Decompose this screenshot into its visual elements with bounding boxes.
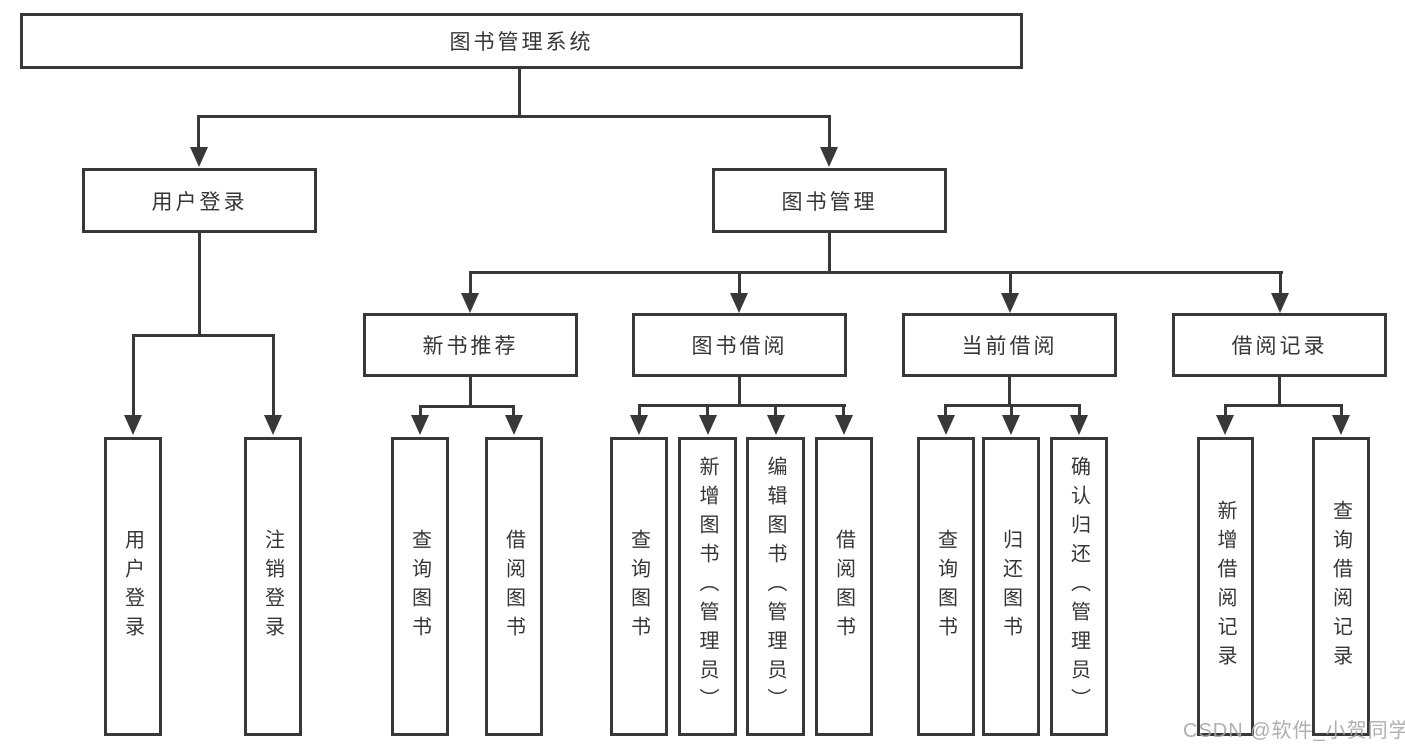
arrowhead-to-leaf-query-2-icon — [630, 415, 648, 435]
arrowhead-to-user-login-icon — [190, 147, 208, 167]
csdn-watermark: CSDN @软件_小贺同学 — [1183, 720, 1405, 742]
leaf-query-books-current: 查询图书 — [917, 437, 975, 736]
arrowhead-to-new-books-icon — [461, 293, 479, 313]
connector-to-leaf-confirm-return — [1078, 404, 1081, 415]
connector-new-books-crossbar — [419, 405, 515, 408]
connector-to-leaf-logout — [272, 334, 275, 415]
arrowhead-to-leaf-add-book-icon — [699, 415, 717, 435]
connector-to-leaf-borrow-2 — [842, 404, 845, 415]
leaf-user-login-label: 用户登录 — [121, 528, 144, 645]
node-current-loans: 当前借阅 — [902, 313, 1117, 377]
connector-to-borrowing — [738, 271, 741, 293]
arrowhead-to-leaf-add-record-icon — [1216, 415, 1234, 435]
node-book-mgmt: 图书管理 — [712, 168, 947, 233]
connector-to-new-books — [469, 271, 472, 293]
leaf-confirm-return-admin: 确认归还（管理员） — [1050, 437, 1108, 736]
leaf-confirm-return-admin-label: 确认归还（管理员） — [1067, 456, 1090, 717]
leaf-borrow-books-newbooks: 借阅图书 — [485, 437, 543, 736]
leaf-query-loan-record-label: 查询借阅记录 — [1329, 499, 1352, 674]
connector-to-current-loans — [1009, 271, 1012, 293]
connector-to-loan-records — [1279, 271, 1282, 293]
connector-to-leaf-return-book — [1010, 404, 1013, 415]
arrowhead-to-current-loans-icon — [1001, 293, 1019, 313]
leaf-query-books-current-label: 查询图书 — [934, 528, 957, 645]
arrowhead-to-leaf-logout-icon — [264, 415, 282, 435]
connector-root-stem — [518, 67, 521, 118]
connector-to-leaf-query-3 — [944, 404, 947, 415]
node-user-login: 用户登录 — [82, 168, 317, 233]
connector-to-leaf-query-2 — [638, 404, 641, 415]
connector-user-login-stem — [198, 232, 201, 337]
arrowhead-to-leaf-confirm-return-icon — [1070, 415, 1088, 435]
connector-to-leaf-login — [132, 334, 135, 415]
arrowhead-to-leaf-query-3-icon — [937, 415, 955, 435]
arrowhead-to-leaf-borrow-2-icon — [835, 415, 853, 435]
node-borrowing: 图书借阅 — [632, 313, 847, 377]
leaf-query-books-newbooks-label: 查询图书 — [408, 528, 431, 645]
connector-to-leaf-add-record — [1224, 404, 1227, 415]
connector-to-user-login — [197, 115, 200, 149]
node-root-system-label: 图书管理系统 — [449, 31, 594, 54]
leaf-edit-book-admin-label: 编辑图书（管理员） — [764, 456, 786, 717]
arrowhead-to-loan-records-icon — [1271, 293, 1289, 313]
connector-new-books-stem — [469, 376, 472, 408]
leaf-add-book-admin: 新增图书（管理员） — [678, 437, 737, 736]
leaf-logout: 注销登录 — [244, 437, 302, 736]
arrowhead-to-leaf-query-1-icon — [411, 415, 429, 435]
arrowhead-to-book-mgmt-icon — [820, 147, 838, 167]
leaf-edit-book-admin: 编辑图书（管理员） — [746, 437, 805, 736]
node-loan-records-label: 借阅记录 — [1231, 335, 1328, 358]
arrowhead-to-leaf-login-icon — [124, 415, 142, 435]
connector-user-login-crossbar — [132, 334, 275, 337]
leaf-add-book-admin-label: 新增图书（管理员） — [696, 456, 718, 717]
leaf-logout-label: 注销登录 — [261, 528, 284, 645]
node-user-login-label: 用户登录 — [151, 190, 248, 214]
connector-to-leaf-edit-book — [774, 404, 777, 415]
leaf-query-books-borrowing-label: 查询图书 — [627, 528, 650, 645]
connector-to-leaf-borrow-1 — [512, 405, 515, 415]
node-borrowing-label: 图书借阅 — [691, 335, 788, 358]
connector-to-leaf-query-1 — [419, 405, 422, 415]
connector-to-leaf-add-book — [706, 404, 709, 415]
arrowhead-to-leaf-return-book-icon — [1002, 415, 1020, 435]
connector-to-leaf-query-record — [1340, 404, 1343, 415]
arrowhead-to-leaf-query-record-icon — [1332, 415, 1350, 435]
arrowhead-to-leaf-edit-book-icon — [767, 415, 785, 435]
node-loan-records: 借阅记录 — [1172, 313, 1387, 377]
connector-root-crossbar — [197, 115, 831, 118]
leaf-borrow-books-newbooks-label: 借阅图书 — [502, 528, 525, 645]
connector-borrowing-stem — [738, 376, 741, 407]
leaf-borrow-books-borrowing-label: 借阅图书 — [832, 528, 855, 645]
node-book-mgmt-label: 图书管理 — [781, 190, 878, 214]
node-new-books: 新书推荐 — [363, 313, 578, 377]
arrowhead-to-borrowing-icon — [730, 293, 748, 313]
connector-book-mgmt-crossbar — [469, 271, 1283, 274]
connector-current-loans-stem — [1008, 376, 1011, 407]
leaf-return-book: 归还图书 — [982, 437, 1040, 736]
leaf-add-loan-record-label: 新增借阅记录 — [1214, 499, 1236, 674]
leaf-query-loan-record: 查询借阅记录 — [1312, 437, 1370, 736]
connector-loan-records-stem — [1278, 376, 1281, 407]
leaf-return-book-label: 归还图书 — [999, 528, 1022, 645]
connector-book-mgmt-stem — [828, 232, 831, 274]
node-root-system: 图书管理系统 — [20, 13, 1023, 69]
connector-to-book-mgmt — [828, 115, 831, 149]
connector-borrowing-crossbar — [638, 404, 846, 407]
node-new-books-label: 新书推荐 — [422, 335, 519, 358]
leaf-add-loan-record: 新增借阅记录 — [1197, 437, 1254, 736]
node-current-loans-label: 当前借阅 — [961, 335, 1058, 358]
leaf-query-books-newbooks: 查询图书 — [391, 437, 449, 736]
arrowhead-to-leaf-borrow-1-icon — [505, 415, 523, 435]
connector-loan-records-crossbar — [1224, 404, 1343, 407]
leaf-borrow-books-borrowing: 借阅图书 — [815, 437, 873, 736]
leaf-query-books-borrowing: 查询图书 — [610, 437, 668, 736]
leaf-user-login: 用户登录 — [104, 437, 162, 736]
